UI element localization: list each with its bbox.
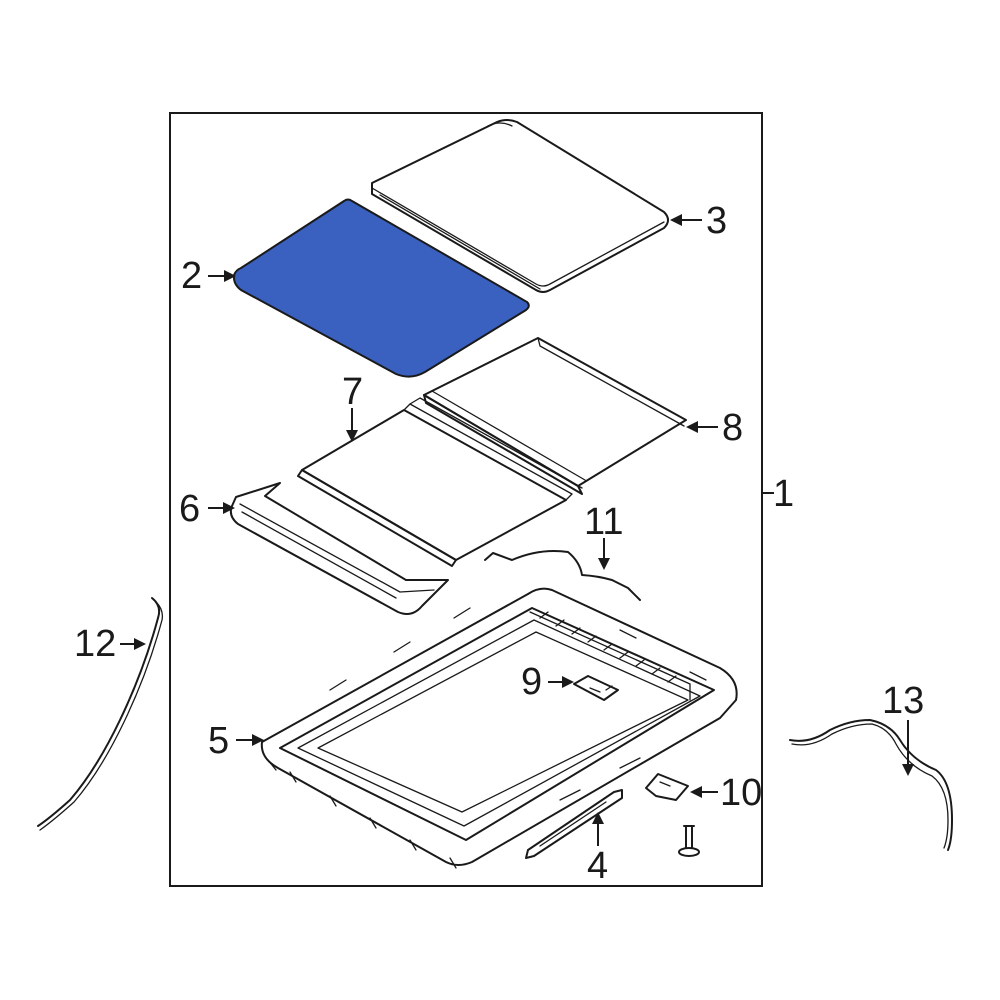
callout-4: 4 <box>587 845 608 887</box>
callout-11: 11 <box>584 501 623 543</box>
callout-8: 8 <box>722 407 743 449</box>
bolt[interactable] <box>678 825 700 857</box>
part-12-drain-hose[interactable] <box>37 597 161 827</box>
part-10-bracket[interactable] <box>645 773 689 801</box>
callout-5: 5 <box>208 720 229 762</box>
callout-2: 2 <box>181 255 202 297</box>
part-9-bracket[interactable] <box>573 675 619 701</box>
part-6-wind-deflector[interactable] <box>229 482 449 615</box>
callout-12: 12 <box>74 623 116 665</box>
part-11-wire-harness[interactable] <box>484 550 641 601</box>
callout-10: 10 <box>720 772 762 814</box>
callout-7: 7 <box>342 371 363 413</box>
callout-1: 1 <box>773 473 794 515</box>
callout-13: 13 <box>882 680 924 722</box>
assembly-border <box>169 112 763 887</box>
part-2-highlighted-panel[interactable] <box>232 198 530 378</box>
callout-9: 9 <box>521 661 542 703</box>
part-8-sunshade[interactable] <box>423 337 687 495</box>
part-3-glass-panel[interactable] <box>371 119 669 293</box>
callout-3: 3 <box>706 200 727 242</box>
part-7-sunshade[interactable] <box>297 397 583 567</box>
part-13-drain-hose[interactable] <box>789 719 953 851</box>
part-4-rail[interactable] <box>525 789 623 859</box>
part-5-sunroof-frame[interactable] <box>260 587 738 869</box>
callout-arrows <box>120 214 914 846</box>
callout-6: 6 <box>179 488 200 530</box>
